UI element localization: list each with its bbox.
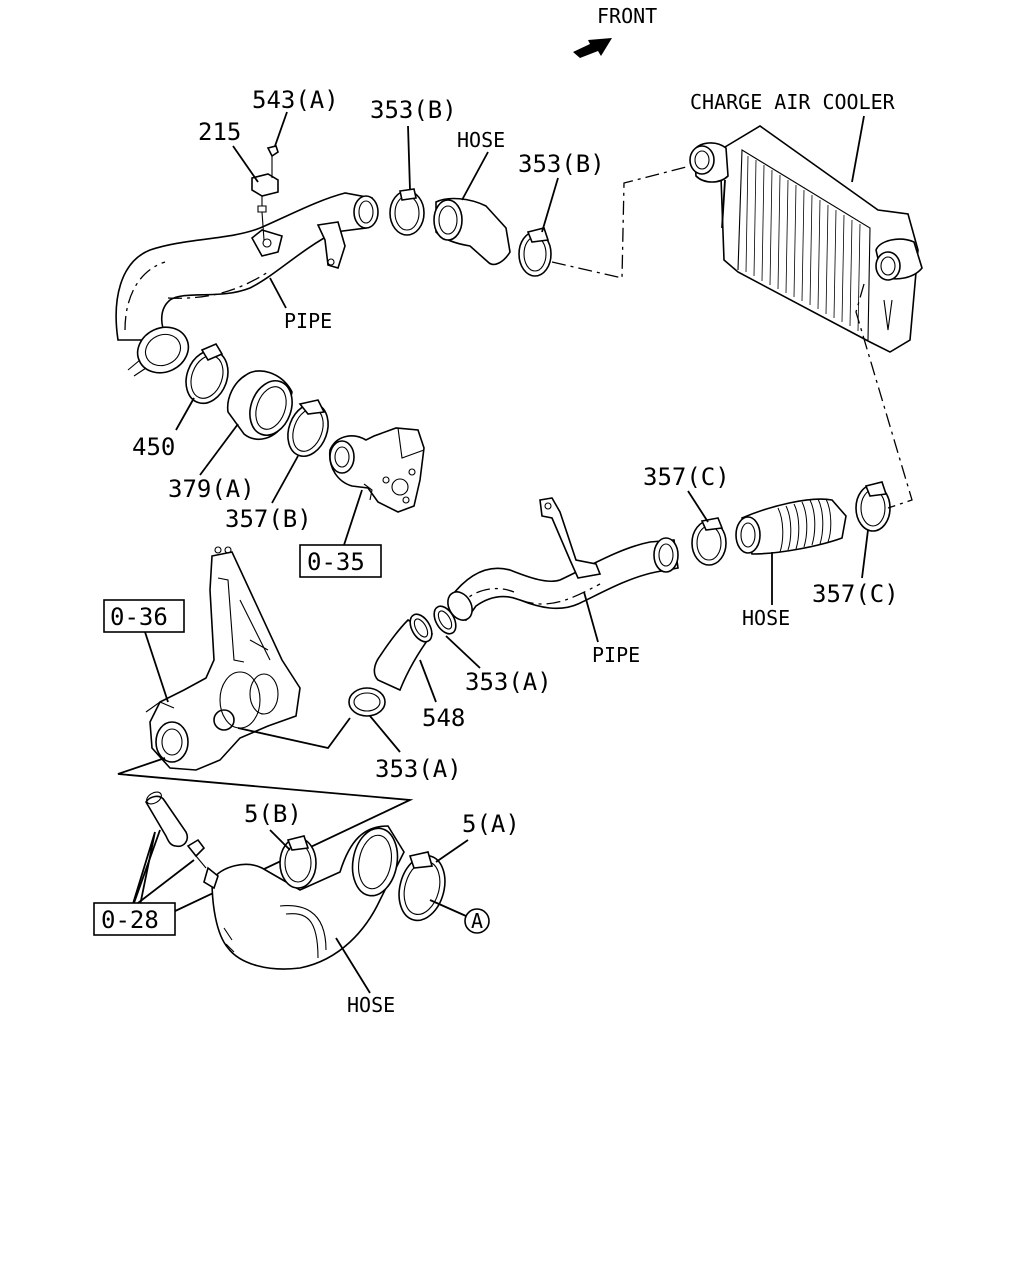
label-ref-035: 0-35	[307, 548, 365, 576]
label-353A-1: 353(A)	[465, 668, 552, 696]
label-5B: 5(B)	[244, 800, 302, 828]
sensor-215	[251, 145, 279, 241]
label-450: 450	[132, 433, 175, 461]
label-5A: 5(A)	[462, 810, 520, 838]
label-353B-2: 353(B)	[518, 150, 605, 178]
upper-pipe	[115, 192, 379, 377]
hose-right	[735, 498, 847, 555]
label-353A-2: 353(A)	[375, 755, 462, 783]
label-548: 548	[422, 704, 465, 732]
label-hose-bottom: HOSE	[347, 993, 395, 1017]
clamp-450	[185, 342, 229, 405]
label-hose-top: HOSE	[457, 128, 505, 152]
label-215: 215	[198, 118, 241, 146]
throttle-body	[328, 427, 425, 513]
charge-air-cooler	[689, 125, 923, 353]
clamp-353A-2	[348, 687, 386, 717]
clamp-5B	[279, 835, 317, 889]
label-353B-1: 353(B)	[370, 96, 457, 124]
label-hose-right: HOSE	[742, 606, 790, 630]
label-357C-2: 357(C)	[812, 580, 899, 608]
ref-box-028	[93, 902, 176, 936]
label-pipe-lower: PIPE	[592, 643, 640, 667]
label-357C-1: 357(C)	[643, 463, 730, 491]
turbocharger	[145, 546, 301, 771]
label-379A: 379(A)	[168, 475, 255, 503]
label-543A: 543(A)	[252, 86, 339, 114]
sleeve-379A	[226, 370, 293, 441]
clamp-353B-1	[389, 188, 425, 236]
clamp-357C-1	[691, 517, 727, 566]
clamp-353B-2	[518, 227, 552, 277]
label-pipe-upper: PIPE	[284, 309, 332, 333]
label-circle-A: A	[471, 909, 483, 933]
ref-box-035	[299, 544, 382, 578]
lower-pipe	[447, 497, 679, 622]
label-ref-036: 0-36	[110, 603, 168, 631]
hose-bottom	[203, 825, 405, 970]
elbow-548	[373, 613, 434, 692]
label-charge-air-cooler: CHARGE AIR COOLER	[690, 90, 896, 114]
clamp-357B	[287, 399, 329, 457]
clamp-353A-1	[433, 605, 457, 635]
clamp-357C-2	[855, 481, 891, 532]
front-label: FRONT	[597, 4, 657, 28]
front-arrow-icon	[573, 38, 612, 58]
pcv-tube	[145, 791, 207, 869]
label-357B: 357(B)	[225, 505, 312, 533]
hose-top	[433, 197, 511, 266]
clamp-5A	[398, 851, 446, 922]
label-ref-028: 0-28	[101, 906, 159, 934]
circle-a-marker	[464, 908, 490, 934]
ref-box-036	[103, 599, 185, 633]
